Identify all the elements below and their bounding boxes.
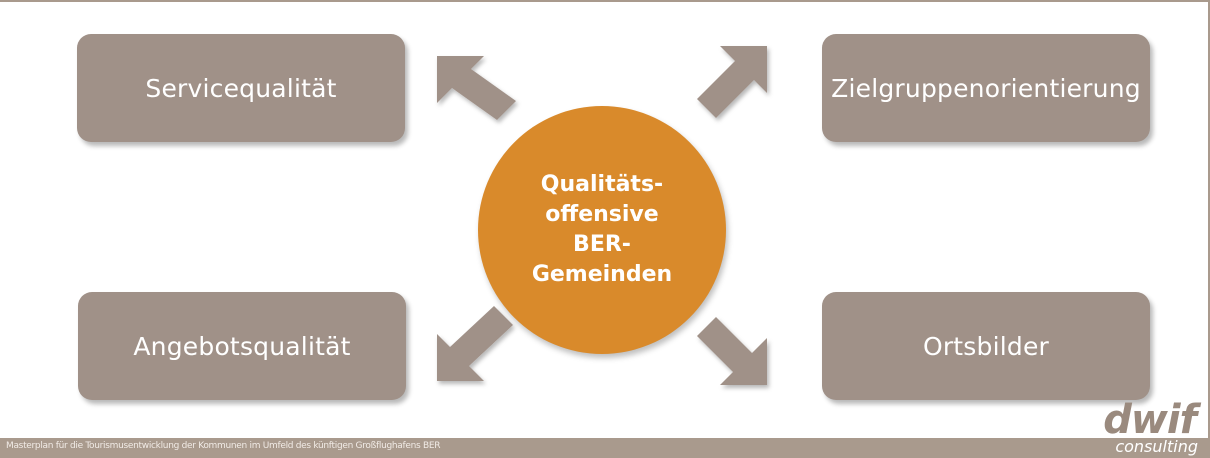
box-label: Ortsbilder — [922, 331, 1050, 361]
box-label: Servicequalität — [145, 73, 337, 103]
center-line: BER- — [573, 232, 631, 257]
center-circle: Qualitäts- offensive BER- Gemeinden — [478, 106, 726, 354]
dwif-logo: dwif consulting — [1082, 400, 1204, 458]
arrow-bottom-left-icon — [437, 306, 513, 381]
center-line: offensive — [545, 202, 659, 227]
footer-bar — [0, 438, 1210, 458]
arrow-top-left-icon — [437, 56, 516, 120]
center-line: Qualitäts- — [540, 172, 664, 197]
box-servicequalitaet: Servicequalität — [77, 34, 405, 142]
footer-text: Masterplan für die Tourismusentwicklung … — [6, 441, 441, 451]
arrow-bottom-right-icon — [697, 317, 767, 385]
box-zielgruppenorientierung: Zielgruppenorientierung — [822, 34, 1150, 142]
logo-word: dwif — [1103, 397, 1197, 443]
arrow-top-right-icon — [697, 46, 767, 118]
center-title: Qualitäts- offensive BER- Gemeinden — [532, 170, 672, 290]
box-label: Zielgruppenorientierung — [831, 73, 1141, 103]
logo-sub: consulting — [1115, 437, 1198, 456]
box-label: Angebotsqualität — [133, 331, 351, 361]
center-line: Gemeinden — [531, 262, 673, 287]
box-ortsbilder: Ortsbilder — [822, 292, 1150, 400]
box-angebotsqualitaet: Angebotsqualität — [78, 292, 406, 400]
